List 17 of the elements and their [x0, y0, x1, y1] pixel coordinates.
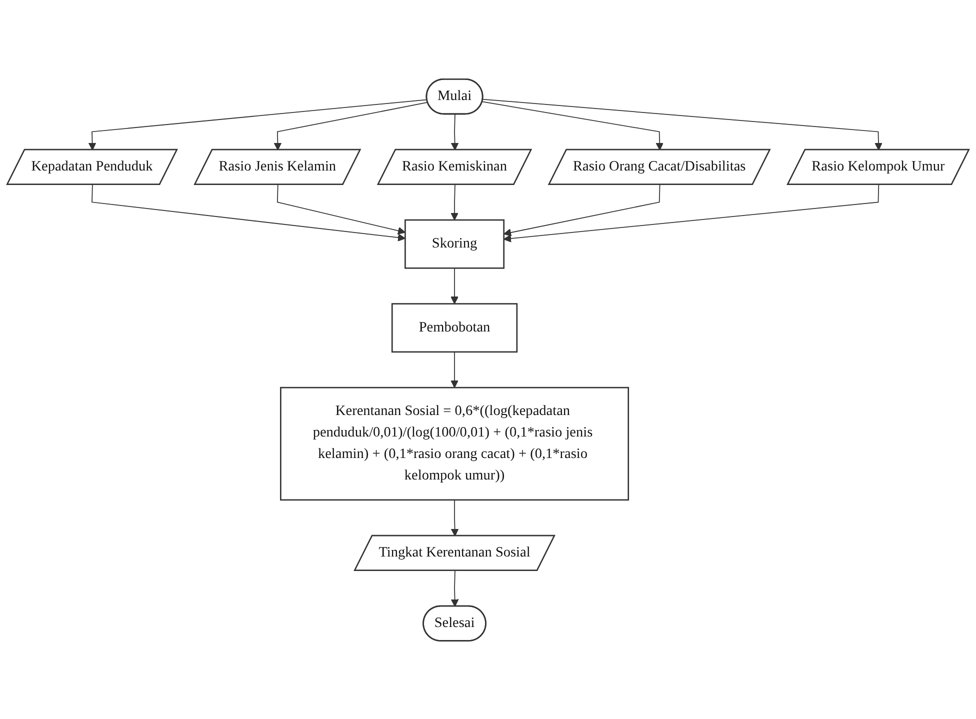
arrow [504, 184, 880, 242]
arrow [450, 267, 458, 304]
arrow [88, 98, 428, 150]
arrow [274, 101, 428, 150]
node-box: Kerentanan Sosial = 0,6*((log(kepadatan penduduk/0,01)/(log(100/0,01) + (0,1*rasio jenis kelamin) + (0,1*rasio orang cacat) + (0,1*rasio kelompok umur)) [280, 386, 630, 500]
node-box: Pembobotan [391, 302, 518, 352]
arrow [482, 98, 882, 150]
arrow [450, 351, 458, 388]
arrow [450, 184, 458, 220]
node-box: Skoring [404, 218, 505, 268]
arrow [450, 113, 459, 150]
arrow [450, 499, 459, 536]
arrow [92, 184, 406, 241]
arrow [276, 184, 406, 234]
arrow [450, 570, 459, 606]
arrow [482, 100, 664, 150]
arrow [504, 184, 660, 236]
